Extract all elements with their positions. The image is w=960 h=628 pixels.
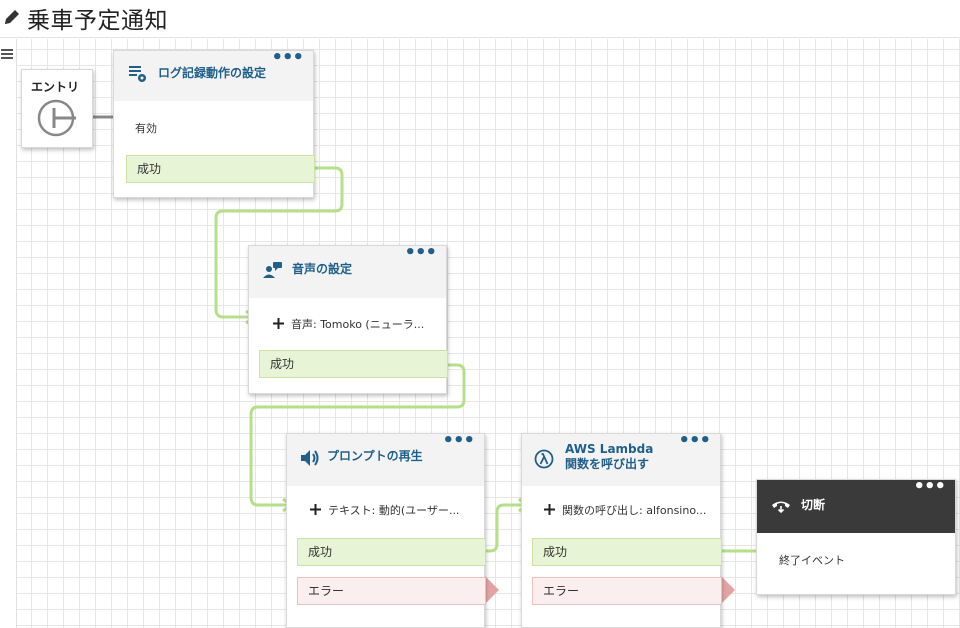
block-header bbox=[249, 246, 446, 298]
error-branch[interactable]: エラー bbox=[532, 577, 722, 605]
success-branch[interactable]: 成功 bbox=[532, 538, 722, 566]
lambda-icon bbox=[534, 449, 554, 469]
block-header bbox=[287, 434, 484, 486]
branch-label: エラー bbox=[543, 584, 580, 598]
log-settings-block[interactable]: ログ記録動作の設定 ••• 有効 成功 bbox=[113, 47, 315, 198]
title-bar: 乗車予定通知 bbox=[0, 0, 960, 38]
entry-start-icon bbox=[37, 99, 76, 137]
log-settings-icon bbox=[129, 66, 146, 82]
block-detail: 有効 bbox=[135, 122, 157, 135]
block-detail: 終了イベント bbox=[779, 554, 845, 567]
invoke-lambda-block[interactable]: AWS Lambda 関数を呼び出す ••• 関数の呼び出し: alfonsin… bbox=[521, 430, 722, 628]
block-title: 音声の設定 bbox=[292, 262, 353, 276]
block-title: AWS Lambda bbox=[565, 442, 654, 456]
error-branch[interactable]: エラー bbox=[297, 577, 486, 605]
branch-label: 成功 bbox=[270, 357, 295, 371]
block-header bbox=[522, 434, 720, 486]
hangup-icon bbox=[772, 501, 790, 513]
plus-icon[interactable] bbox=[273, 318, 284, 329]
success-branch[interactable]: 成功 bbox=[259, 350, 448, 378]
branch-label: 成功 bbox=[543, 545, 568, 559]
block-title: ログ記録動作の設定 bbox=[158, 66, 267, 80]
branch-label: エラー bbox=[308, 584, 345, 598]
plus-icon[interactable] bbox=[310, 504, 321, 515]
side-rail bbox=[0, 39, 17, 628]
speaker-icon bbox=[301, 450, 319, 466]
block-menu-button[interactable]: ••• bbox=[442, 430, 475, 451]
block-detail: 関数の呼び出し: alfonsino... bbox=[562, 504, 707, 517]
flow-canvas[interactable]: エントリ ログ記録動作の設定 ••• 有効 成功 音声の設定 • bbox=[0, 39, 960, 628]
menu-icon[interactable] bbox=[1, 49, 13, 59]
entry-block[interactable]: エントリ bbox=[21, 69, 93, 148]
block-title: 切断 bbox=[801, 498, 826, 512]
branch-label: 成功 bbox=[137, 162, 162, 176]
page-title[interactable]: 乗車予定通知 bbox=[27, 8, 168, 34]
entry-label: エントリ bbox=[31, 80, 80, 94]
block-menu-button[interactable]: ••• bbox=[913, 476, 946, 497]
plus-icon[interactable] bbox=[544, 504, 555, 515]
block-detail: 音声: Tomoko (ニューラ... bbox=[291, 318, 425, 331]
block-menu-button[interactable]: ••• bbox=[271, 47, 304, 68]
block-menu-button[interactable]: ••• bbox=[678, 430, 711, 451]
edit-pencil-icon[interactable] bbox=[2, 6, 22, 28]
disconnect-block[interactable]: 切断 ••• 終了イベント bbox=[756, 476, 956, 595]
voice-settings-icon bbox=[263, 262, 282, 278]
branch-label: 成功 bbox=[308, 545, 333, 559]
voice-settings-block[interactable]: 音声の設定 ••• 音声: Tomoko (ニューラ... 成功 bbox=[248, 242, 448, 394]
block-header bbox=[114, 51, 313, 101]
block-detail: テキスト: 動的(ユーザー... bbox=[328, 504, 460, 517]
success-branch[interactable]: 成功 bbox=[297, 538, 486, 566]
success-branch[interactable]: 成功 bbox=[126, 155, 315, 183]
block-title: プロンプトの再生 bbox=[327, 449, 423, 463]
block-menu-button[interactable]: ••• bbox=[404, 242, 437, 263]
block-header bbox=[757, 480, 955, 533]
block-subtitle: 関数を呼び出す bbox=[565, 457, 650, 471]
play-prompt-block[interactable]: プロンプトの再生 ••• テキスト: 動的(ユーザー... 成功 エラー bbox=[286, 430, 486, 628]
